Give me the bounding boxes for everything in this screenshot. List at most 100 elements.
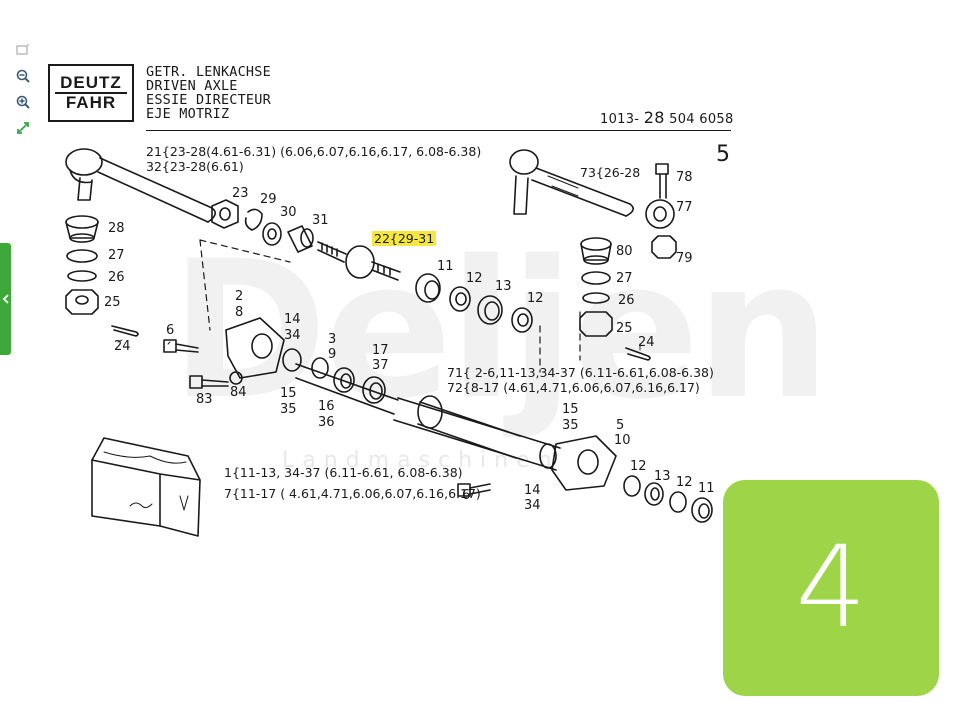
castle-nut-25-right	[579, 311, 613, 337]
part-label: 24	[638, 335, 655, 350]
part-label: 12	[676, 475, 693, 490]
part-label: 79	[676, 251, 693, 266]
part-label: 27	[616, 271, 633, 286]
spring-washer-26-left	[67, 270, 97, 282]
part-label: 26	[108, 270, 125, 285]
cotter-pin-24-right	[625, 347, 651, 361]
part-label: 14	[524, 483, 541, 498]
part-label: 5	[616, 418, 625, 433]
part-label: 25	[104, 295, 121, 310]
bolt-6-left	[163, 339, 199, 353]
rotate-icon[interactable]	[12, 40, 34, 60]
drive-shaft	[295, 363, 561, 471]
seal-11-upper	[415, 273, 441, 303]
part-label: 23	[232, 186, 249, 201]
doc-number-suffix: 504 6058	[669, 112, 734, 127]
seal-17-37	[362, 376, 386, 404]
doc-number-group: 28	[643, 108, 665, 127]
legend-1: 1{11-13, 34-37 (6.11-6.61, 6.08-6.38)	[224, 465, 463, 480]
seal-16-36	[333, 367, 355, 393]
tie-rod-22	[317, 241, 401, 281]
chevron-left-icon	[2, 294, 9, 304]
part-label: 12	[466, 271, 483, 286]
title-de: GETR. LENKACHSE	[146, 64, 271, 80]
part-label: 27	[108, 248, 125, 263]
part-label: 10	[614, 433, 631, 448]
part-label: 36	[318, 415, 335, 430]
legend-21: 21{23-28(4.61-6.31) (6.06,6.07,6.16,6.17…	[146, 144, 482, 159]
part-label: 15	[280, 386, 297, 401]
housing-5-10	[539, 435, 617, 491]
part-label: 14	[284, 312, 301, 327]
viewer-toolbar	[8, 40, 38, 138]
seal-11-lower	[691, 497, 713, 523]
part-label: 11	[437, 259, 454, 274]
part-label: 25	[616, 321, 633, 336]
sheet-titles: GETR. LENKACHSE DRIVEN AXLE ESSIE DIRECT…	[146, 65, 271, 121]
seal-15-35	[311, 357, 329, 379]
cotter-pin-24-left	[111, 325, 139, 337]
part-label: 37	[372, 358, 389, 373]
part-label: 35	[562, 418, 579, 433]
part-label: 31	[312, 213, 329, 228]
page-indicator-badge[interactable]: 4	[723, 480, 939, 696]
part-label: 11	[698, 481, 715, 496]
repair-kit-box	[91, 437, 201, 537]
doc-number-prefix: 1013-	[600, 112, 640, 127]
part-label: 30	[280, 205, 297, 220]
bolt-6-right	[457, 483, 491, 497]
nut-23	[211, 199, 239, 229]
part-label: 9	[328, 347, 337, 362]
part-label: 12	[630, 459, 647, 474]
logo-line-1: DEUTZ	[60, 73, 122, 92]
zoom-out-icon[interactable]	[12, 66, 34, 86]
ring-12-upper	[449, 286, 471, 312]
part-label: 8	[235, 305, 244, 320]
part-label: 78	[676, 170, 693, 185]
castle-nut-25-left	[65, 289, 99, 315]
nut-79	[651, 235, 677, 259]
ring-12-lower-b	[669, 491, 687, 513]
washer-27-left	[66, 249, 98, 263]
part-label: 34	[524, 498, 541, 513]
logo-line-2: FAHR	[65, 93, 117, 112]
part-label: 17	[372, 343, 389, 358]
side-panel-toggle[interactable]	[0, 243, 11, 355]
title-es: EJE MOTRIZ	[146, 106, 230, 122]
fit-to-screen-icon[interactable]	[12, 118, 34, 138]
legend-71: 71{ 2-6,11-13,34-37 (6.11-6.61,6.08-6.38…	[447, 365, 714, 380]
assembly-guides	[199, 239, 581, 373]
legend-72: 72{8-17 (4.61,4.71,6.06,6.07,6.16,6.17)	[447, 380, 700, 395]
sleeve-31	[287, 225, 314, 253]
part-label: 16	[318, 399, 335, 414]
part-label: 84	[230, 385, 247, 400]
circlip-29	[244, 208, 263, 231]
ring-30	[262, 222, 282, 246]
sheet-page-number: 5	[716, 142, 730, 167]
part-label: 6	[462, 488, 471, 503]
document-number: 1013- 28 504 6058	[600, 108, 734, 127]
legend-32: 32{23-28(6.61)	[146, 159, 244, 174]
ring-12-upper-b	[511, 307, 533, 333]
part-label: 13	[495, 279, 512, 294]
part-label: 77	[676, 200, 693, 215]
part-label: 13	[654, 469, 671, 484]
part-label: 83	[196, 392, 213, 407]
deutz-fahr-logo: DEUTZ FAHR	[48, 64, 134, 122]
spring-washer-26-right	[582, 292, 610, 304]
legend-7: 7{11-17 ( 4.61,4.71,6.06,6.07,6.16,6.17)	[224, 486, 481, 501]
bolt-83	[189, 375, 229, 389]
washer-84	[229, 371, 243, 385]
cone-80	[580, 237, 612, 265]
seal-14-34	[282, 348, 302, 372]
part-label: 35	[280, 402, 297, 417]
page-indicator-value: 4	[795, 523, 867, 653]
cone-28-left	[65, 215, 99, 243]
tie-rod-end-left	[65, 148, 216, 223]
part-label: 12	[527, 291, 544, 306]
seal-13-upper	[477, 295, 503, 325]
zoom-in-icon[interactable]	[12, 92, 34, 112]
title-en: DRIVEN AXLE	[146, 78, 238, 94]
part-label: 34	[284, 328, 301, 343]
